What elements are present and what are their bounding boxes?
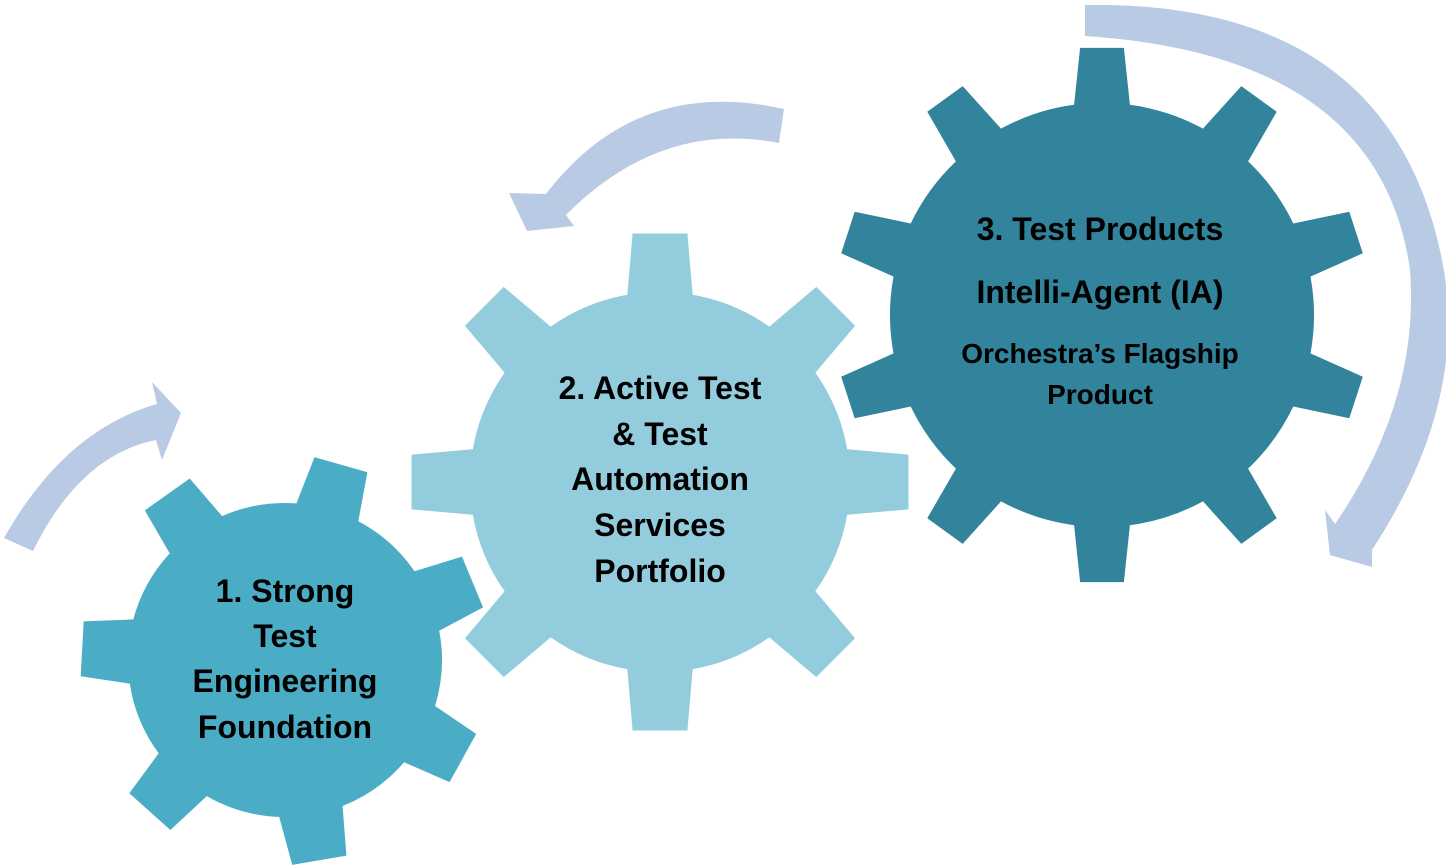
gear-3-title-line-1: 3. Test Products xyxy=(977,211,1224,247)
gear-2-line-1: 2. Active Test xyxy=(559,370,762,406)
middle-cycle-arrow xyxy=(509,101,784,231)
gear-3-subtitle-line-1: Orchestra’s Flagship xyxy=(961,338,1239,369)
gear-2-line-2: & Test xyxy=(612,416,708,452)
gear-2-shape xyxy=(411,233,909,731)
gear-3-title-line-2: Intelli-Agent (IA) xyxy=(976,274,1223,310)
gear-1-label: 1. Strong Test Engineering Foundation xyxy=(193,573,378,745)
gear-3-subtitle-line-2: Product xyxy=(1047,379,1153,410)
gear-3-shape xyxy=(841,47,1363,583)
gear-2-line-4: Services xyxy=(594,507,726,543)
gear-2-label: 2. Active Test & Test Automation Service… xyxy=(559,370,762,589)
gear-1-line-3: Engineering xyxy=(193,663,378,699)
gear-2-line-3: Automation xyxy=(571,461,749,497)
gear-1-line-4: Foundation xyxy=(198,709,372,745)
gear-3-label: 3. Test Products Intelli-Agent (IA) Orch… xyxy=(961,211,1239,410)
gear-1-line-1: 1. Strong xyxy=(216,573,355,609)
gear-2-line-5: Portfolio xyxy=(594,553,726,589)
gear-1-shape xyxy=(80,457,484,865)
gear-1-line-2: Test xyxy=(253,618,317,654)
left-cycle-arrow xyxy=(4,382,181,551)
